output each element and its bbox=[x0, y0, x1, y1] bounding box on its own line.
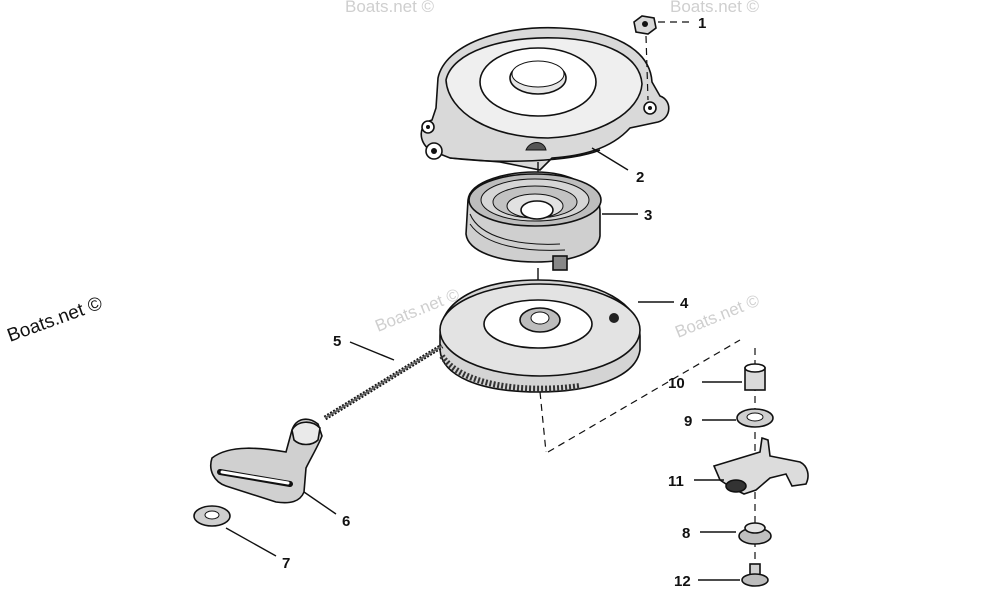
callout-8: 8 bbox=[682, 525, 736, 542]
callout-number-6: 6 bbox=[342, 513, 350, 530]
callout-number-5: 5 bbox=[333, 333, 341, 350]
alignment-line-to-pulley bbox=[539, 391, 547, 453]
callout-7: 7 bbox=[225, 527, 290, 572]
bushing-8-part bbox=[738, 522, 772, 545]
callout-10: 10 bbox=[668, 375, 742, 392]
callout-number-9: 9 bbox=[684, 413, 692, 430]
alignment-line-to-pawl bbox=[547, 339, 741, 453]
callout-9: 9 bbox=[684, 413, 736, 430]
callout-number-10: 10 bbox=[668, 375, 685, 392]
watermark-top-left: Boats.net © bbox=[345, 0, 435, 16]
recoil-spring-part bbox=[465, 171, 602, 271]
washer-9-part bbox=[736, 408, 774, 428]
watermark-top-right: Boats.net © bbox=[670, 0, 760, 16]
nut-axis bbox=[645, 35, 649, 101]
nut-part bbox=[633, 15, 657, 35]
leader-6 bbox=[303, 491, 337, 515]
leader-2 bbox=[591, 147, 629, 171]
callout-3: 3 bbox=[602, 207, 652, 224]
callout-number-7: 7 bbox=[282, 555, 290, 572]
handle-washer-part bbox=[193, 505, 231, 527]
rope-handle-part bbox=[210, 418, 323, 504]
callout-number-8: 8 bbox=[682, 525, 690, 542]
leader-7 bbox=[225, 527, 277, 557]
callout-2: 2 bbox=[591, 147, 644, 186]
callout-number-1: 1 bbox=[698, 15, 706, 32]
callout-6: 6 bbox=[303, 491, 350, 530]
leader-5 bbox=[349, 341, 395, 361]
screw-12-part bbox=[741, 563, 769, 587]
callout-5: 5 bbox=[333, 333, 395, 361]
starter-housing-part bbox=[420, 26, 670, 171]
starter-rope-part bbox=[323, 343, 444, 421]
callout-4: 4 bbox=[638, 295, 689, 312]
pawl-11-part bbox=[712, 436, 809, 495]
watermark-main: Boats.net © bbox=[5, 293, 106, 347]
callout-number-4: 4 bbox=[680, 295, 689, 312]
spacer-10-part bbox=[744, 363, 766, 391]
callout-1: 1 bbox=[658, 15, 706, 32]
callout-12: 12 bbox=[674, 573, 740, 590]
callout-11: 11 bbox=[668, 473, 724, 490]
pulley-part bbox=[439, 279, 641, 393]
callout-number-2: 2 bbox=[636, 169, 644, 186]
callout-number-3: 3 bbox=[644, 207, 652, 224]
callout-number-11: 11 bbox=[668, 473, 684, 490]
callout-number-12: 12 bbox=[674, 573, 691, 590]
